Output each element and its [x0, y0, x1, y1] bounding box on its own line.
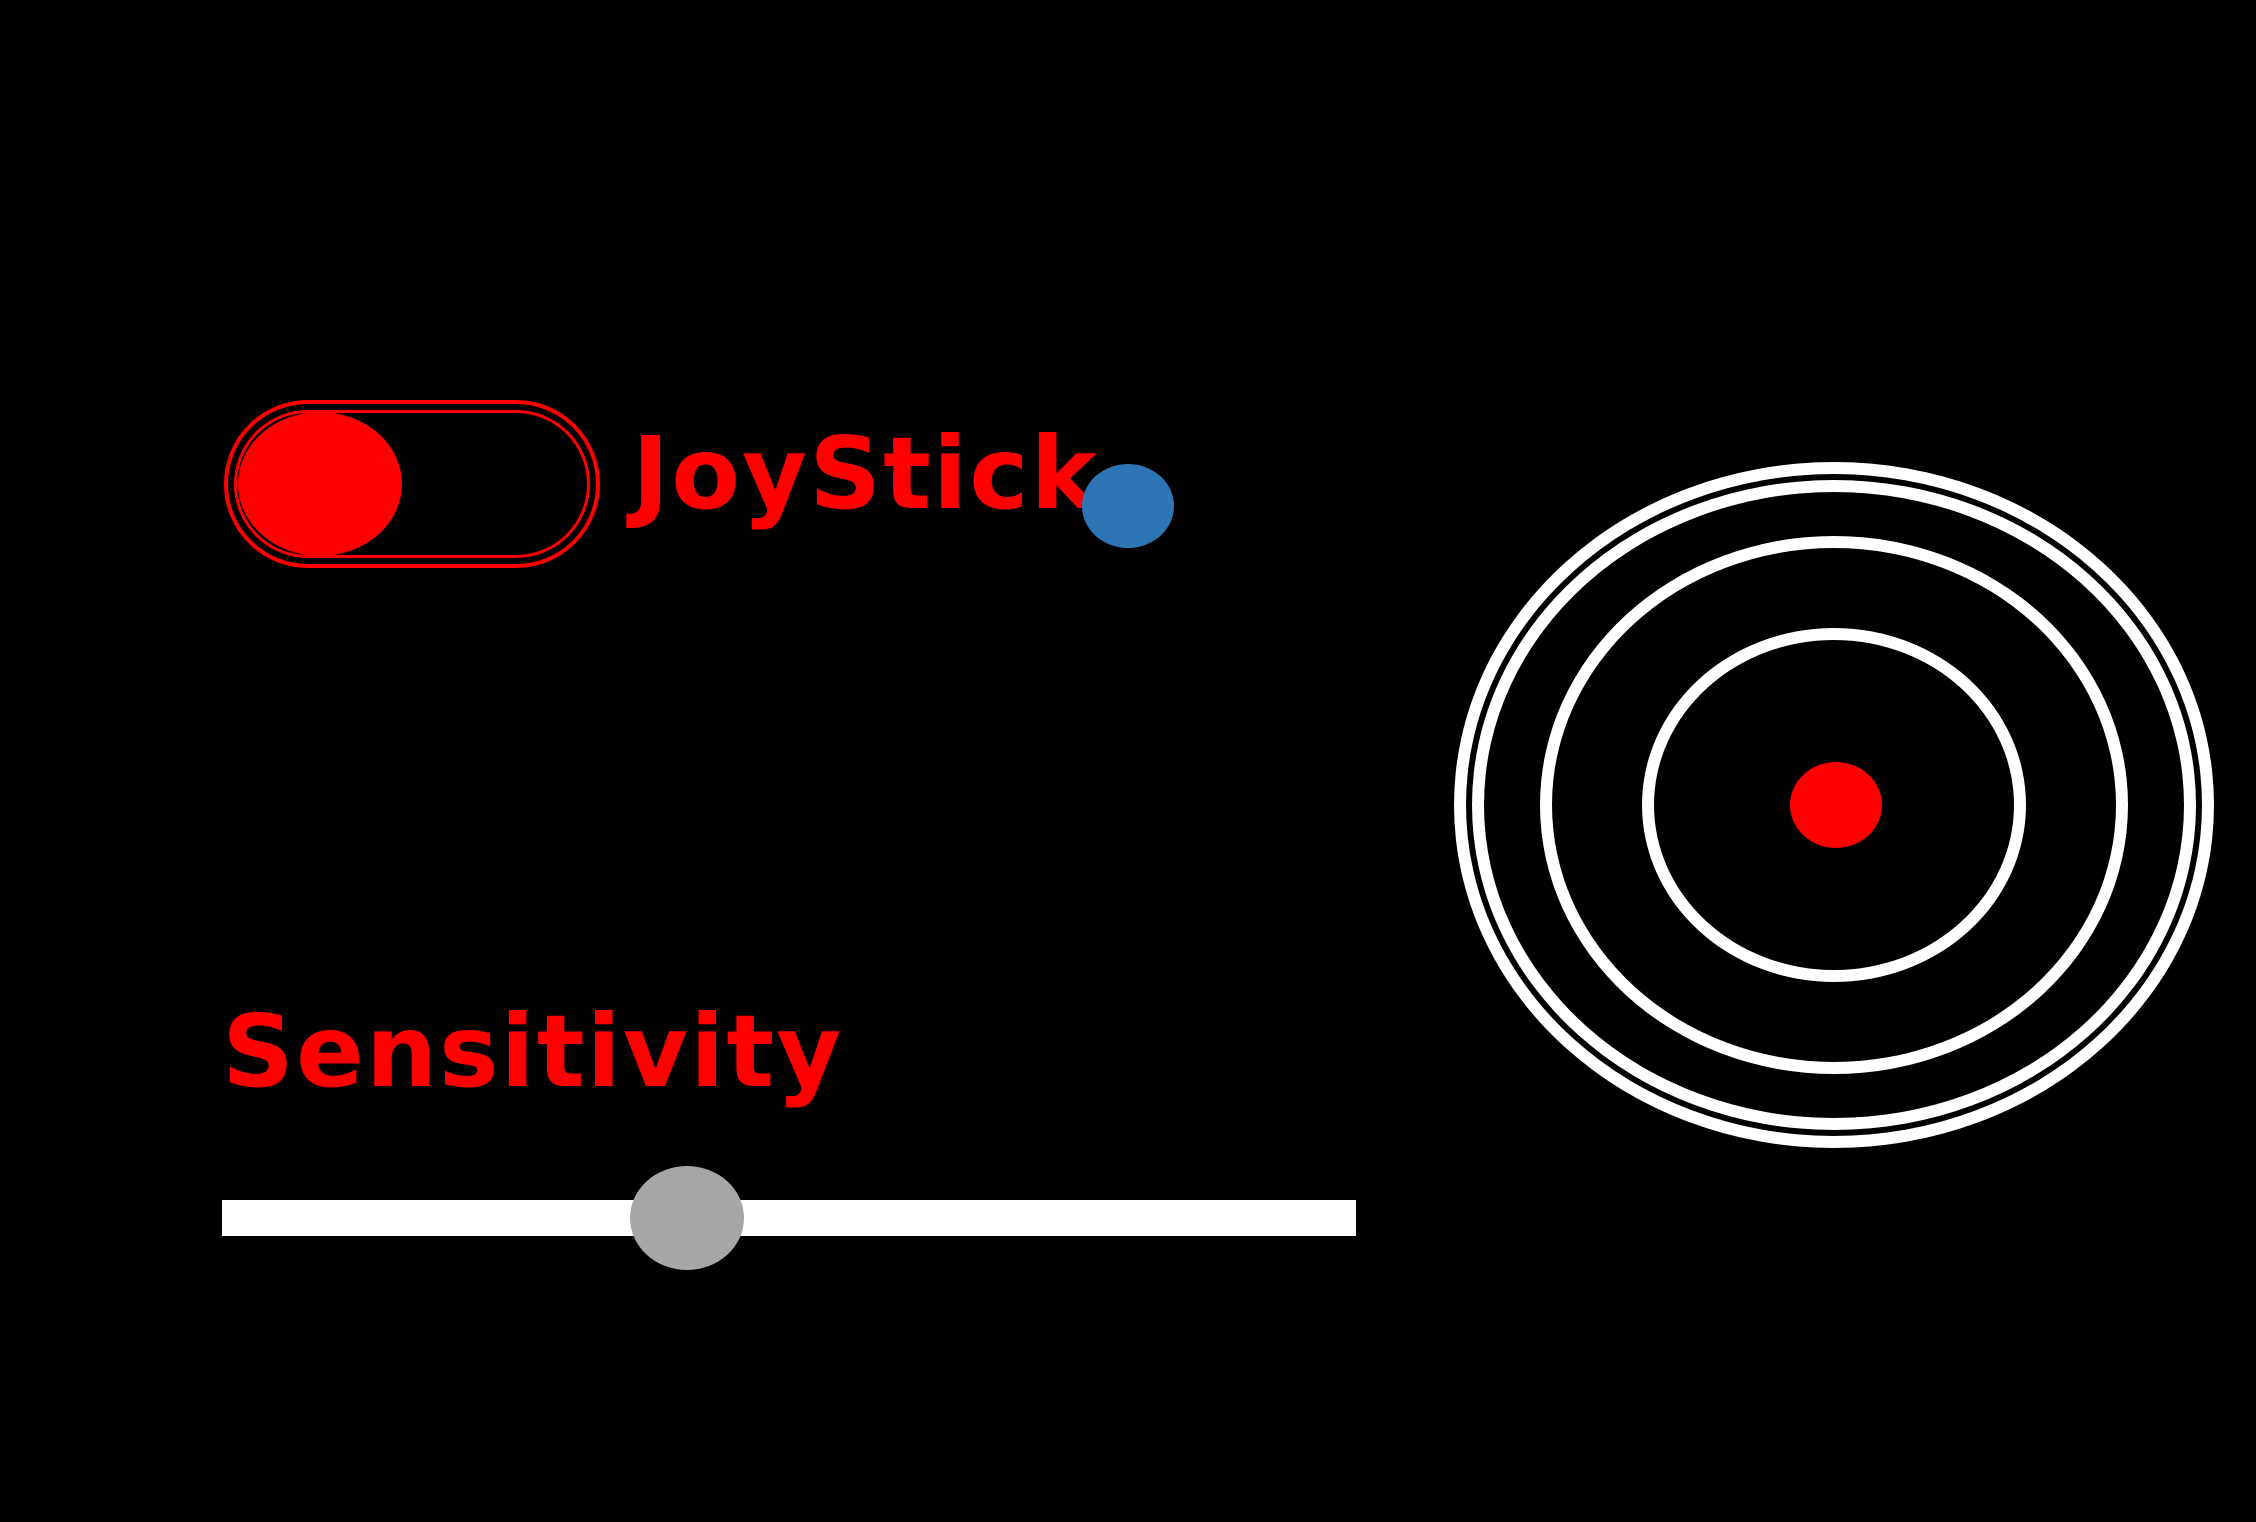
joystick-toggle[interactable] [224, 400, 600, 568]
sensitivity-slider-knob[interactable] [629, 1166, 744, 1270]
joystick-label: JoyStick [632, 415, 1099, 532]
joystick-knob[interactable] [1790, 762, 1882, 848]
status-indicator-dot [1082, 464, 1174, 548]
joystick-pad[interactable] [1454, 462, 2214, 1148]
sensitivity-slider[interactable] [222, 1166, 1356, 1270]
toggle-track [234, 410, 590, 558]
toggle-knob[interactable] [238, 412, 402, 556]
sensitivity-label: Sensitivity [222, 993, 844, 1110]
